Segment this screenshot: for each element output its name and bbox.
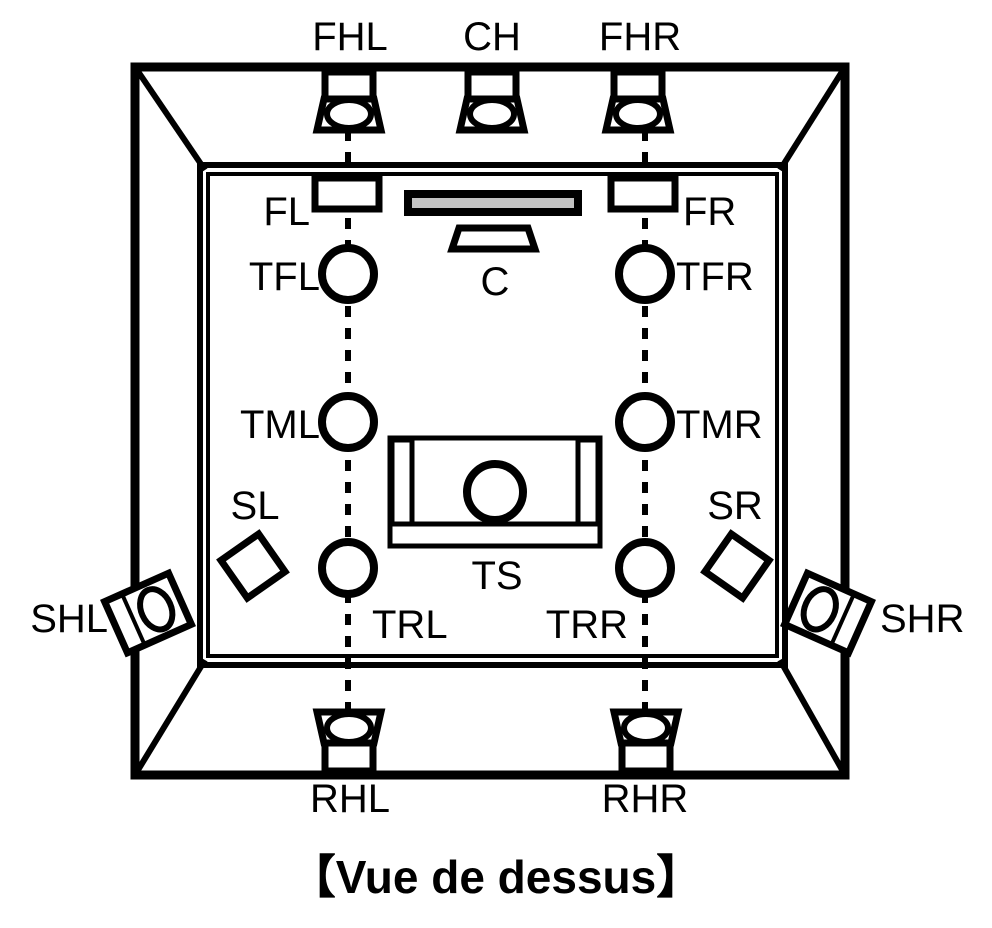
room-outline (130, 62, 850, 780)
speaker-C[interactable] (447, 224, 540, 253)
label-tfr: TFR (676, 255, 754, 299)
room-inner-wall-outer-line (197, 162, 788, 668)
corner-diagonal-top-right (777, 65, 848, 172)
speaker-FHL-driver-icon (324, 97, 374, 131)
corner-diagonal-top-left (132, 65, 208, 172)
speaker-SHR-divider (829, 593, 856, 646)
speaker-TFL[interactable] (318, 244, 378, 304)
speaker-SHR[interactable] (780, 568, 876, 658)
speaker-CH[interactable] (455, 68, 529, 134)
speaker-SHL-body (100, 568, 196, 658)
label-fhr: FHR (599, 15, 681, 59)
corner-diagonal-bottom-right (777, 658, 848, 777)
speaker-SL[interactable] (216, 529, 290, 603)
speaker-SHR-body (780, 568, 876, 658)
speaker-RHL-cap (321, 739, 377, 775)
label-trl: TRL (372, 603, 448, 647)
view-caption: 【Vue de dessus】 (290, 851, 702, 903)
speaker-RHR[interactable] (609, 708, 683, 775)
label-sl: SL (231, 484, 280, 528)
label-ts: TS (471, 554, 522, 598)
speaker-RHL-driver-icon (324, 711, 374, 745)
sofa-armrest-left (389, 437, 415, 529)
label-trr: TRR (546, 603, 628, 647)
label-tml: TML (240, 403, 320, 447)
label-fl: FL (263, 190, 310, 234)
speaker-SHL-divider (120, 593, 147, 646)
listener-head-icon (463, 460, 527, 524)
speaker-FR[interactable] (607, 174, 679, 213)
speaker-RHR-driver-icon (621, 711, 671, 745)
sofa-base-bar (387, 521, 603, 549)
speaker-CH-cap (464, 68, 520, 104)
speaker-FHR[interactable] (601, 68, 675, 134)
corner-diagonal-bottom-left (132, 658, 208, 777)
speaker-SHL[interactable] (100, 568, 196, 658)
label-rhr: RHR (602, 777, 689, 821)
speaker-SHR-driver-icon (800, 586, 839, 633)
label-tmr: TMR (676, 403, 763, 447)
speaker-SR[interactable] (700, 529, 774, 603)
label-rhl: RHL (310, 777, 390, 821)
label-c: C (481, 260, 510, 304)
room-inner-wall-inner-line (206, 172, 779, 658)
label-shl: SHL (30, 597, 108, 641)
speaker-TRL[interactable] (318, 538, 378, 598)
projection-screen[interactable] (404, 190, 582, 216)
speaker-FL[interactable] (311, 174, 383, 213)
speaker-TRR[interactable] (615, 538, 675, 598)
room-outer-wall (130, 62, 850, 780)
speaker-FHL-cap (321, 68, 377, 104)
speaker-SHL-driver-icon (137, 586, 176, 633)
speaker-TML[interactable] (318, 392, 378, 452)
label-shr: SHR (880, 597, 964, 641)
speaker-RHL[interactable] (312, 708, 386, 775)
speaker-FHR-driver-icon (613, 97, 663, 131)
label-tfl: TFL (249, 255, 320, 299)
speaker-CH-driver-icon (467, 97, 517, 131)
speaker-TFR[interactable] (615, 244, 675, 304)
label-fr: FR (683, 190, 736, 234)
label-sr: SR (707, 484, 763, 528)
speaker-TMR[interactable] (615, 392, 675, 452)
label-ch: CH (463, 15, 521, 59)
speaker-FHL[interactable] (312, 68, 386, 134)
label-fhl: FHL (312, 15, 388, 59)
speaker-RHR-cap (618, 739, 674, 775)
sofa-armrest-right (575, 437, 601, 529)
seating-TS[interactable] (387, 435, 603, 549)
